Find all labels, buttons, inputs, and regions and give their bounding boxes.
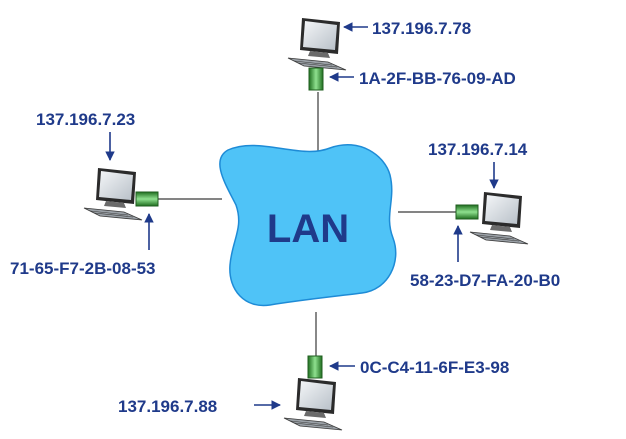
computer-icon (83, 167, 143, 221)
mac-address-label: 1A-2F-BB-76-09-AD (359, 69, 516, 88)
ip-address-label: 137.196.7.14 (428, 140, 528, 159)
mac-address-label: 71-65-F7-2B-08-53 (10, 259, 156, 278)
host-bottom: 0C-C4-11-6F-E3-98 137.196.7.88 (118, 355, 509, 431)
lan-cloud (219, 144, 397, 307)
computer-icon (287, 17, 347, 71)
network-adapter-icon (307, 355, 323, 379)
computer-icon (469, 191, 529, 245)
mac-address-label: 58-23-D7-FA-20-B0 (410, 271, 560, 290)
ip-address-label: 137.196.7.88 (118, 397, 217, 416)
host-top: 137.196.7.78 1A-2F-BB-76-09-AD (287, 17, 516, 91)
computer-icon (283, 377, 343, 431)
ip-address-label: 137.196.7.23 (36, 110, 135, 129)
lan-label: LAN (267, 207, 349, 251)
network-adapter-icon (135, 191, 159, 207)
host-left: 137.196.7.23 71-65-F7-2B-08-53 (10, 110, 159, 278)
host-right: 137.196.7.14 58-23-D7-FA-20-B0 (410, 140, 560, 290)
mac-address-label: 0C-C4-11-6F-E3-98 (360, 358, 509, 377)
network-adapter-icon (308, 67, 324, 91)
network-adapter-icon (455, 204, 479, 220)
ip-address-label: 137.196.7.78 (372, 19, 471, 38)
